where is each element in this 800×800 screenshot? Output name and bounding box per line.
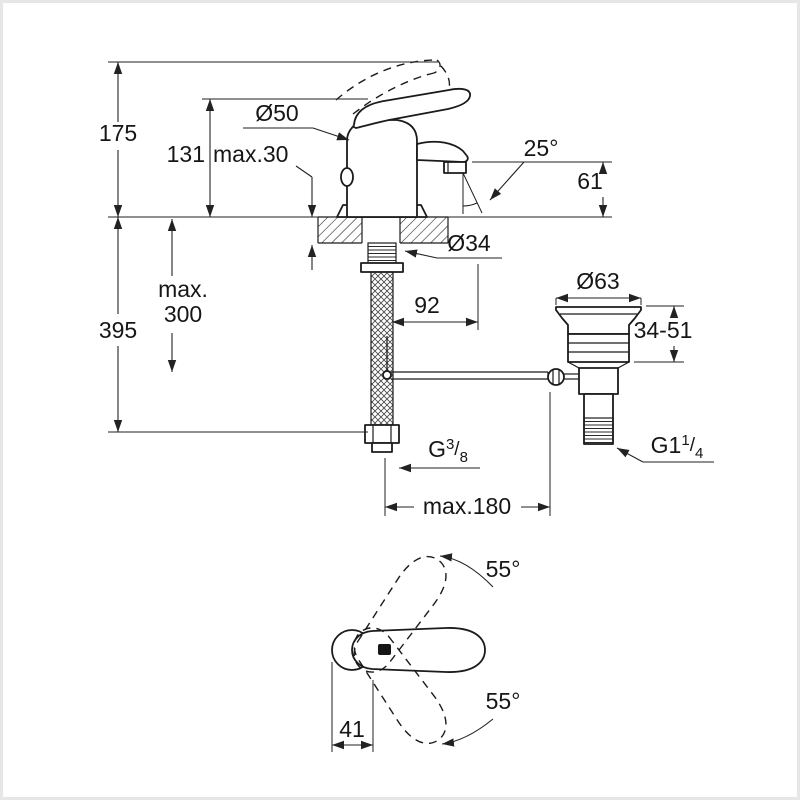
- dim-d34: Ø34: [404, 230, 502, 259]
- mounting-washer: [360, 262, 404, 273]
- dim-61: 61: [577, 162, 608, 217]
- dim-41: 41: [331, 662, 374, 752]
- dim-angle25: 25°: [489, 135, 559, 201]
- dim-131: 131: [167, 99, 215, 217]
- dim-rod-offset-label: 92: [414, 292, 440, 318]
- hose-nut: [364, 424, 400, 444]
- extension-lines: [108, 61, 684, 516]
- dim-rod-max-label-2: 300: [164, 301, 202, 327]
- dim-max300: max. 300: [158, 219, 208, 372]
- dim-175-395: 175 395: [99, 62, 137, 432]
- popup-waste: [555, 306, 642, 445]
- dim-deck-max-label: max.30: [213, 141, 288, 167]
- waste-body: [578, 367, 619, 395]
- dim-swing-top-label: 55°: [486, 556, 521, 582]
- dim-max30: max.30: [213, 141, 317, 270]
- dim-outlet-height-label: 61: [577, 168, 603, 194]
- dim-d50: Ø50: [243, 100, 350, 141]
- dim-92: 92: [392, 292, 478, 327]
- mixer-body: [346, 119, 418, 218]
- handle-swing-up-dashed: [353, 555, 447, 673]
- dim-rod-max-label-1: max.: [158, 276, 208, 302]
- waste-adjust-section: [567, 333, 630, 363]
- dim-34-51: 34-51: [634, 306, 693, 362]
- hose-tip: [371, 442, 393, 453]
- dimension-annotations: 175 395 131 max.30 Ø50 25°: [99, 61, 714, 519]
- spout: [416, 140, 469, 163]
- flexible-hose: [370, 271, 394, 426]
- supply-assembly: [360, 242, 404, 453]
- handle-swing-down-dashed: [353, 627, 447, 745]
- dim-adjust-range-label: 34-51: [634, 317, 693, 343]
- dim-d63: Ø63: [556, 268, 641, 303]
- handle-logo-mark: [378, 644, 391, 655]
- dim-swing-bottom-label: 55°: [486, 688, 521, 714]
- rod-clevis-screw: [547, 368, 565, 386]
- aerator: [443, 161, 467, 174]
- side-view: [317, 59, 642, 453]
- dim-max180: max.180: [385, 493, 550, 519]
- dim-body-height-label: 131: [167, 141, 205, 167]
- stream-angle-lines: [462, 172, 483, 214]
- mounting-deck: [317, 216, 449, 244]
- dim-total-height-label: 175: [99, 120, 137, 146]
- dim-swing-top: 55°: [439, 553, 521, 588]
- dim-reach-max-label: max.180: [423, 493, 511, 519]
- dim-handle-dia-label: Ø50: [255, 100, 298, 126]
- dim-flange-dia-label: Ø63: [576, 268, 619, 294]
- dim-under-height-label: 395: [99, 317, 137, 343]
- popup-rod-knob: [340, 167, 354, 187]
- dim-swing-bottom: 55°: [441, 688, 521, 747]
- dim-g114: G11/4: [616, 432, 714, 463]
- top-view: 55° 55° 41: [331, 553, 521, 752]
- faucet-body: [336, 87, 471, 218]
- rod-ball-joint: [382, 370, 392, 380]
- dim-g38: G3/8: [399, 436, 480, 473]
- dim-spout-angle-label: 25°: [524, 135, 559, 161]
- dim-handle-offset-label: 41: [339, 716, 365, 742]
- hose-thread-label: G3/8: [428, 436, 468, 466]
- popup-rod: [382, 336, 579, 386]
- waste-flange: [555, 306, 642, 335]
- dim-hole-dia-label: Ø34: [447, 230, 491, 256]
- threaded-shank: [367, 242, 397, 264]
- handle-top-view: [351, 627, 486, 673]
- waste-thread-label: G11/4: [651, 432, 704, 462]
- lever-handle: [352, 87, 471, 129]
